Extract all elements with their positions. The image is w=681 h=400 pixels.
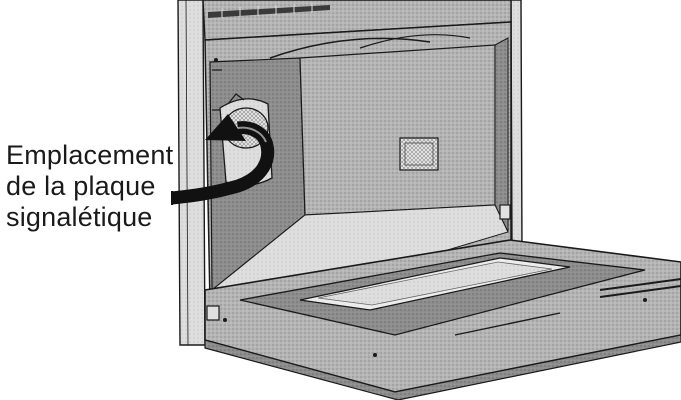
convection-fan-cover (400, 138, 438, 170)
rating-plate-callout: Emplacement de la plaque signalétique (6, 140, 173, 233)
callout-line-2: de la plaque (6, 171, 173, 202)
callout-line-1: Emplacement (6, 140, 173, 171)
callout-line-3: signalétique (6, 202, 173, 233)
